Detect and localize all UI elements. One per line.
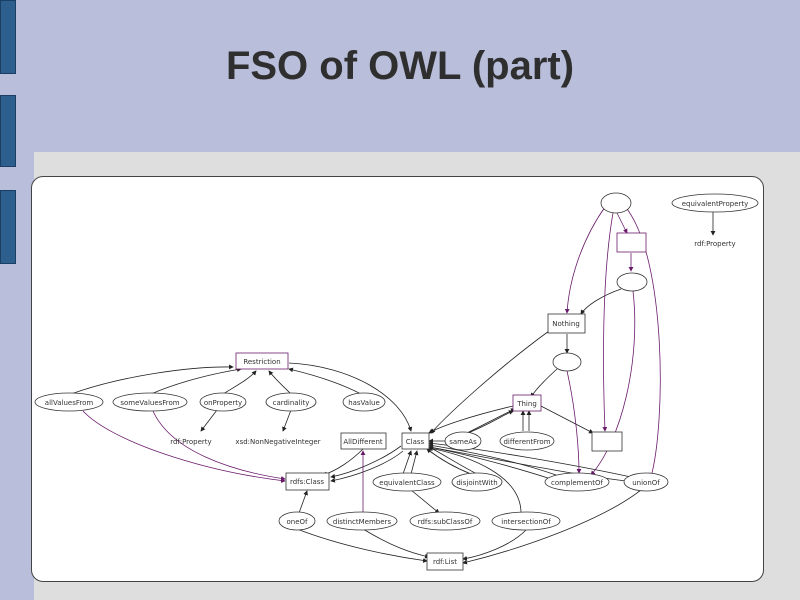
- edge-nothing-class: [430, 330, 550, 434]
- edge-intersectionof-rdflist: [462, 528, 528, 561]
- node-restriction-label: Restriction: [243, 358, 280, 366]
- node-all-values-from: allValuesFrom: [34, 392, 104, 412]
- node-equivalent-property: equivalentProperty: [671, 193, 759, 213]
- side-tab-2: [0, 95, 16, 167]
- node-cardinality-label: cardinality: [273, 399, 310, 407]
- node-union-of: unionOf: [623, 472, 669, 492]
- edge-thing-class: [428, 405, 514, 434]
- node-empty-box-top: [616, 232, 647, 253]
- node-distinct-members-label: distinctMembers: [333, 518, 392, 526]
- edge-equivalentclass-subclassof: [410, 489, 440, 514]
- edge-midellipse-thing: [530, 368, 558, 398]
- node-empty-ellipse-top: [600, 192, 632, 214]
- edge-allvaluesfrom-rdfsclass: [82, 410, 286, 483]
- node-all-values-from-label: allValuesFrom: [45, 399, 94, 407]
- node-distinct-members: distinctMembers: [326, 511, 398, 531]
- node-nothing: Nothing: [547, 313, 586, 334]
- edge-equivalentclass-class-2: [410, 450, 419, 475]
- node-some-values-from-label: someValuesFrom: [120, 399, 179, 407]
- edge-cardinality-restriction: [268, 370, 292, 395]
- node-rdf-list-label: rdf:List: [433, 558, 457, 566]
- node-rdfs-sub-class-of: rdfs:subClassOf: [409, 511, 481, 531]
- node-has-value-label: hasValue: [348, 399, 380, 407]
- edge-cardinality-xsd: [282, 409, 292, 432]
- node-one-of: oneOf: [278, 511, 316, 531]
- node-intersection-of-label: intersectionOf: [501, 518, 551, 526]
- edge-intersectionof-class: [428, 446, 522, 514]
- node-has-value: hasValue: [342, 392, 386, 412]
- edge-class-rdfsclass-1: [330, 445, 402, 479]
- node-rdf-property-label: rdf:Property: [170, 438, 211, 446]
- edge-thing-box: [538, 404, 594, 434]
- diagram-card: Restriction allValuesFrom someValuesFrom…: [31, 176, 764, 582]
- node-rdf-property-2-label: rdf:Property: [694, 240, 735, 248]
- node-rdfs-sub-class-of-label: rdfs:subClassOf: [418, 518, 473, 526]
- node-complement-of-label: complementOf: [551, 479, 603, 487]
- edge-class-rdfsclass-2: [330, 450, 404, 483]
- node-cardinality: cardinality: [265, 392, 317, 412]
- node-one-of-label: oneOf: [287, 518, 309, 526]
- node-same-as-label: sameAs: [449, 438, 477, 446]
- node-class-label: Class: [406, 438, 425, 446]
- node-empty-ellipse-mid: [552, 352, 582, 372]
- node-xsd-label: xsd:NonNegativeInteger: [235, 438, 320, 446]
- node-rdf-property: rdf:Property: [170, 438, 211, 446]
- edge-somevaluesfrom-rdfsclass: [152, 410, 286, 481]
- node-rdfs-class: rdfs:Class: [285, 472, 330, 491]
- edge-ellipse-complementof: [590, 290, 636, 476]
- side-tab-3: [0, 190, 16, 264]
- node-on-property: onProperty: [199, 392, 247, 412]
- edge-restriction-class: [288, 362, 413, 432]
- edge-complementof-class-2: [428, 443, 557, 476]
- edge-unionof-rdflist: [462, 489, 642, 565]
- node-class: Class: [401, 432, 430, 450]
- edge-ellipse-nothing: [580, 288, 622, 315]
- edge-hasvalue-restriction: [288, 367, 362, 395]
- graph-diagram: Restriction allValuesFrom someValuesFrom…: [34, 192, 759, 571]
- edge-top-box: [616, 212, 628, 234]
- node-intersection-of: intersectionOf: [491, 511, 561, 531]
- node-different-from: differentFrom: [499, 431, 555, 451]
- node-on-property-label: onProperty: [204, 399, 242, 407]
- edge-somevaluesfrom-restriction: [150, 367, 242, 395]
- node-rdf-property-2: rdf:Property: [694, 240, 735, 248]
- node-equivalent-class: equivalentClass: [372, 472, 442, 492]
- edge-alldifferent-rdfsclass: [322, 448, 364, 477]
- edge-oneof-rdflist: [296, 528, 428, 563]
- edge-midellipse-complementof: [566, 370, 582, 474]
- edge-top-box2: [602, 212, 614, 432]
- node-rdf-list: rdf:List: [426, 552, 464, 571]
- node-some-values-from: someValuesFrom: [112, 392, 188, 412]
- node-restriction: Restriction: [235, 352, 289, 370]
- edge-sameas-thing-1: [466, 408, 516, 434]
- node-complement-of: complementOf: [544, 472, 610, 492]
- node-disjoint-with: disjointWith: [451, 472, 503, 492]
- node-different-from-label: differentFrom: [503, 438, 550, 446]
- node-union-of-label: unionOf: [632, 479, 660, 487]
- node-xsd-nonnegative-integer: xsd:NonNegativeInteger: [235, 438, 320, 446]
- node-equivalent-property-label: equivalentProperty: [682, 200, 749, 208]
- node-all-different-label: AllDifferent: [343, 438, 383, 446]
- edge-top-nothing: [564, 206, 606, 314]
- edges: [70, 206, 716, 565]
- edge-onproperty-restriction: [222, 370, 257, 395]
- node-all-different: AllDifferent: [340, 432, 387, 450]
- node-thing: Thing: [512, 394, 542, 412]
- nodes: Restriction allValuesFrom someValuesFrom…: [34, 192, 759, 571]
- node-empty-box-lower: [591, 431, 623, 452]
- edge-distinctmembers-rdflist: [362, 528, 430, 559]
- side-tab-1: [0, 0, 16, 74]
- node-rdfs-class-label: rdfs:Class: [290, 478, 324, 486]
- edge-equivalentclass-class-1: [402, 450, 412, 475]
- node-empty-ellipse-right: [616, 272, 648, 292]
- edge-onproperty-rdfproperty: [200, 409, 218, 432]
- node-nothing-label: Nothing: [552, 320, 580, 328]
- edge-allvaluesfrom-restriction: [70, 364, 234, 395]
- node-disjoint-with-label: disjointWith: [456, 479, 497, 487]
- node-same-as: sameAs: [444, 431, 482, 451]
- node-equivalent-class-label: equivalentClass: [379, 479, 435, 487]
- node-thing-label: Thing: [516, 400, 537, 408]
- edge-oneof-rdfsclass: [298, 490, 308, 514]
- slide-title: FSO of OWL (part): [225, 44, 575, 88]
